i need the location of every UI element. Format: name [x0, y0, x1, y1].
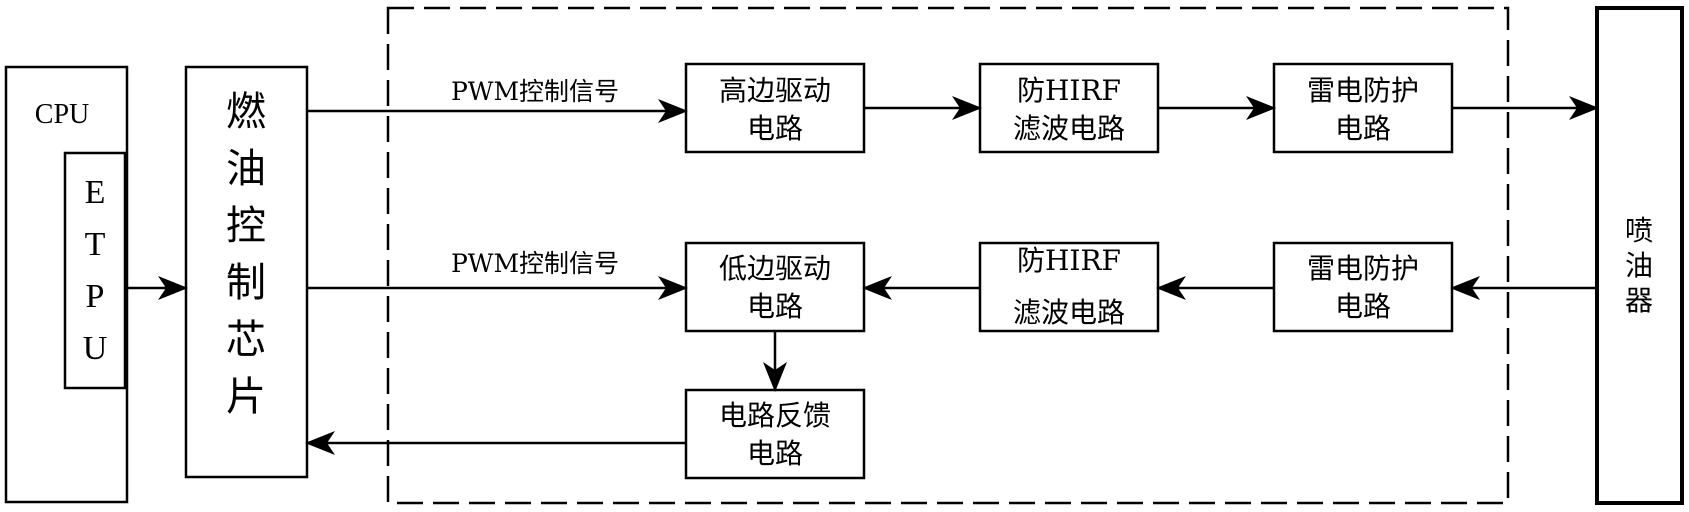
current-feedback-box: 电路反馈 电路 [684, 388, 866, 480]
low-side-driver-line1: 低边驱动 [719, 252, 831, 285]
pwm-signal-label-bottom: PWM控制信号 [451, 249, 619, 278]
chip-char-2: 油 [226, 146, 266, 192]
hirf-filter-top-line2: 滤波电路 [1013, 112, 1125, 145]
fuel-injector-block: 喷 油 器 [1595, 6, 1684, 505]
high-side-driver-line1: 高边驱动 [719, 74, 831, 107]
injector-char-2: 油 [1625, 249, 1653, 282]
high-side-driver-line2: 电路 [747, 112, 803, 145]
etpu-block: E T P U [63, 151, 127, 390]
cpu-label: CPU [35, 99, 89, 130]
fuel-control-chip: 燃 油 控 制 芯 片 [184, 65, 309, 479]
lightning-protection-bottom-box: 雷电防护 电路 [1272, 241, 1454, 333]
chip-char-5: 芯 [226, 317, 266, 363]
injector-char-1: 喷 [1625, 214, 1653, 247]
low-side-driver-box: 低边驱动 电路 [684, 241, 866, 333]
lightning-protection-top-line1: 雷电防护 [1307, 74, 1419, 107]
lightning-protection-bottom-line2: 电路 [1335, 290, 1391, 323]
hirf-filter-top-line1: 防HIRF [1017, 74, 1121, 107]
injector-char-3: 器 [1625, 284, 1653, 317]
hirf-filter-top-box: 防HIRF 滤波电路 [978, 62, 1160, 154]
hirf-filter-bottom-line2: 滤波电路 [1013, 296, 1125, 329]
lightning-protection-bottom-line1: 雷电防护 [1307, 252, 1419, 285]
pwm-signal-label-top: PWM控制信号 [451, 77, 619, 106]
etpu-letter-e: E [85, 174, 106, 211]
current-feedback-line1: 电路反馈 [719, 399, 831, 432]
current-feedback-line2: 电路 [747, 437, 803, 470]
hirf-filter-bottom-box: 防HIRF 滤波电路 [978, 241, 1160, 333]
dashed-boundary [386, 6, 1510, 505]
etpu-letter-t: T [85, 226, 106, 263]
chip-char-4: 制 [226, 260, 266, 306]
lightning-protection-top-line2: 电路 [1335, 112, 1391, 145]
high-side-driver-box: 高边驱动 电路 [684, 62, 866, 154]
etpu-letter-u: U [83, 330, 108, 367]
chip-char-6: 片 [226, 374, 266, 420]
lightning-protection-top-box: 雷电防护 电路 [1272, 62, 1454, 154]
hirf-filter-bottom-line1: 防HIRF [1017, 244, 1121, 277]
chip-char-3: 控 [226, 203, 266, 249]
etpu-letter-p: P [86, 278, 105, 315]
chip-char-1: 燃 [226, 89, 266, 135]
cpu-block: CPU E T P U [4, 65, 129, 504]
low-side-driver-line2: 电路 [747, 290, 803, 323]
